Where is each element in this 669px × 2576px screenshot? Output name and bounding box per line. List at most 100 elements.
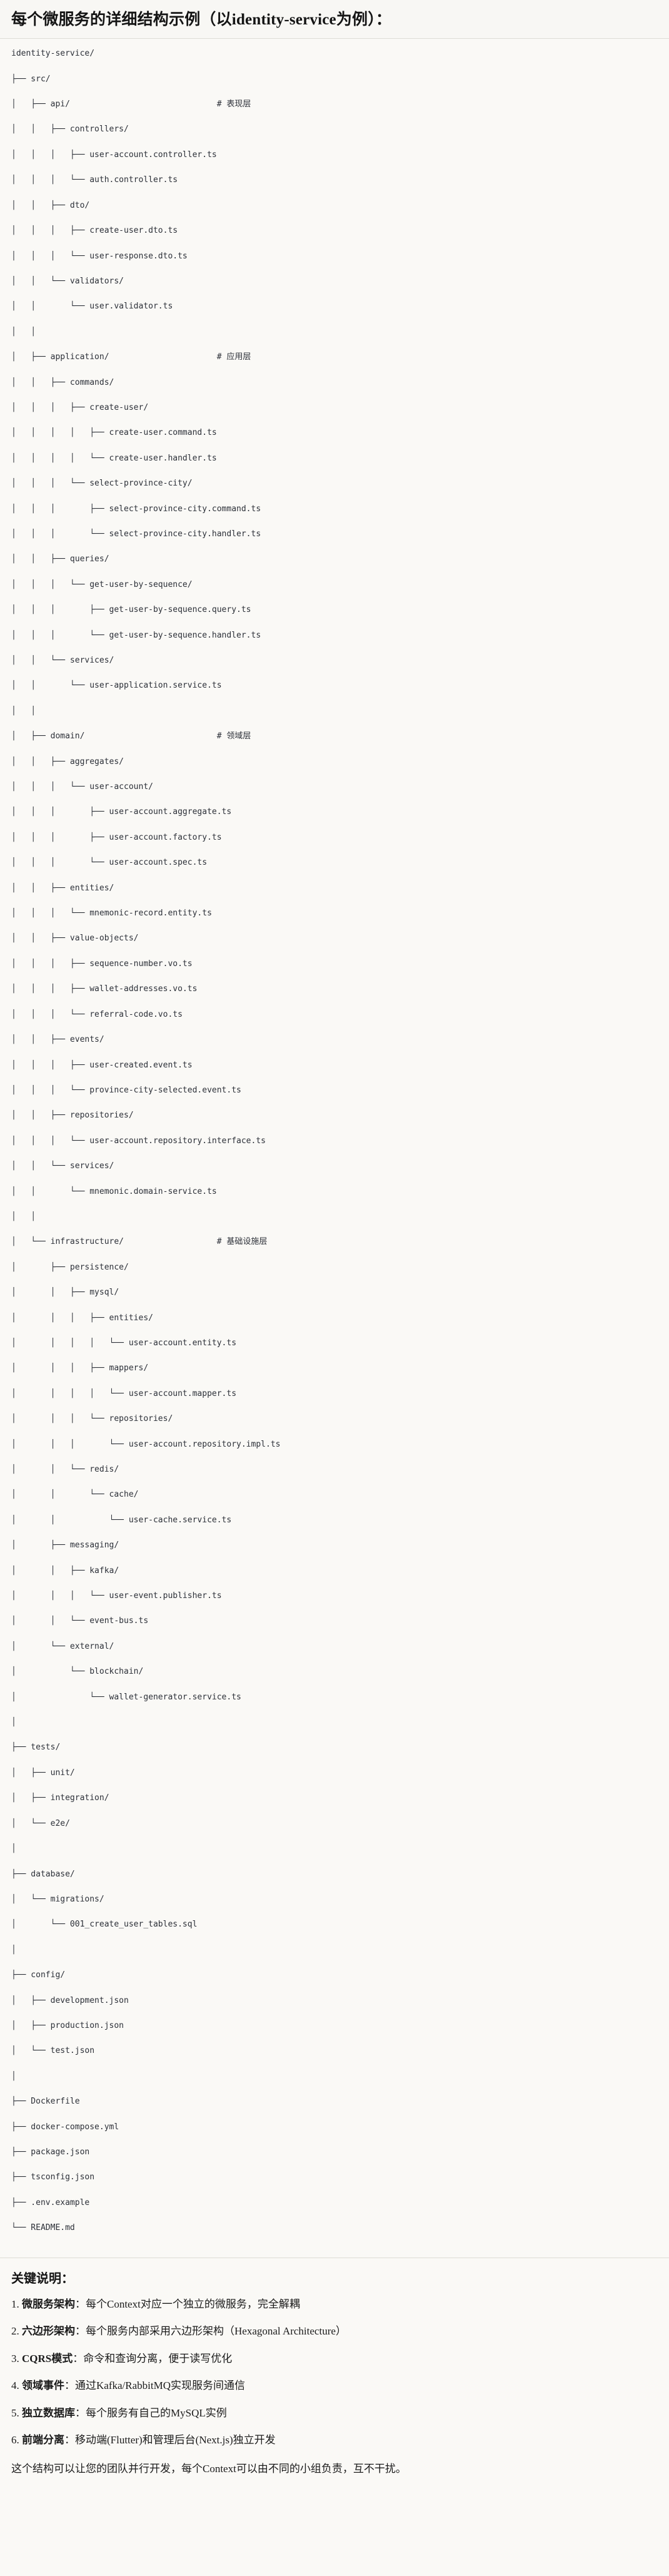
tree-line: │ │ │ └── user-event.publisher.ts	[11, 1591, 222, 1601]
key-point-description: 命令和查询分离，便于读写优化	[83, 2352, 233, 2365]
tree-line: │	[11, 1718, 16, 1728]
key-point-item: 3. CQRS模式：命令和查询分离，便于读写优化	[11, 2351, 658, 2367]
tree-line: │ │ └── mnemonic.domain-service.ts	[11, 1186, 217, 1196]
page-title: 每个微服务的详细结构示例（以identity-service为例）：	[11, 11, 392, 28]
tree-line: │ │ │ └── referral-code.vo.ts	[11, 1009, 183, 1019]
tree-line: │ │ │ └── auth.controller.ts	[11, 175, 178, 185]
tree-line: │ │ └── user-application.service.ts	[11, 681, 222, 691]
tree-line: │ │ │ └── user-response.dto.ts	[11, 251, 188, 261]
tree-line: │ ├── messaging/	[11, 1540, 119, 1550]
tree-line: ├── config/	[11, 1970, 66, 1980]
tree-line: │ ├── application/ # 应用层	[11, 352, 251, 362]
tree-line: │ │	[11, 327, 36, 337]
key-point-item: 4. 领域事件：通过Kafka/RabbitMQ实现服务间通信	[11, 2378, 658, 2394]
tree-line: │ │	[11, 706, 36, 716]
tree-line: │ │ │ ├── get-user-by-sequence.query.ts	[11, 605, 251, 615]
tree-line: ├── Dockerfile	[11, 2097, 80, 2107]
tree-line: │ │ └── validators/	[11, 276, 124, 286]
tree-line: │ ├── unit/	[11, 1768, 75, 1778]
key-point-separator: ：	[73, 2352, 84, 2365]
tree-line: │ │ │ ├── create-user.dto.ts	[11, 226, 178, 236]
tree-line: ├── tests/	[11, 1743, 61, 1753]
tree-line: │ │ ├── value-objects/	[11, 934, 139, 944]
key-point-description: 通过Kafka/RabbitMQ实现服务间通信	[75, 2380, 245, 2392]
key-point-item: 6. 前端分离：移动端(Flutter)和管理后台(Next.js)独立开发	[11, 2432, 658, 2448]
tree-line: │ │ ├── queries/	[11, 554, 109, 564]
key-point-separator: ：	[75, 2298, 86, 2310]
key-point-description: 每个Context对应一个独立的微服务，完全解耦	[86, 2298, 300, 2310]
directory-tree: identity-service/ ├── src/ │ ├── api/ # …	[11, 48, 658, 2247]
key-point-item: 1. 微服务架构：每个Context对应一个独立的微服务，完全解耦	[11, 2296, 658, 2313]
tree-line: │ │ ├── commands/	[11, 377, 114, 387]
tree-line: │ │ ├── repositories/	[11, 1111, 134, 1121]
tree-line: │ │ │ ├── entities/	[11, 1313, 153, 1323]
tree-line: │ │ └── user-cache.service.ts	[11, 1515, 232, 1525]
tree-line: │ │ │ ├── wallet-addresses.vo.ts	[11, 984, 198, 994]
tree-line: identity-service/	[11, 49, 95, 59]
tree-line: │ │ │ └── province-city-selected.event.t…	[11, 1085, 241, 1095]
tree-line: │ │ │ │ └── user-account.entity.ts	[11, 1338, 237, 1348]
tree-line: │ ├── production.json	[11, 2020, 124, 2030]
tree-line: ├── src/	[11, 74, 51, 84]
tree-line: │ │ │ │ ├── create-user.command.ts	[11, 428, 217, 438]
tree-line: │ │ │ └── user-account.spec.ts	[11, 858, 208, 868]
tree-line: │ │ │ └── select-province-city/	[11, 479, 193, 489]
tree-line: │ │ ├── entities/	[11, 883, 114, 893]
tree-line: │ ├── development.json	[11, 1995, 129, 2005]
closing-paragraph: 这个结构可以让您的团队并行开发，每个Context可以由不同的小组负责，互不干扰…	[11, 2462, 406, 2475]
tree-line: │ │ └── user.validator.ts	[11, 302, 173, 312]
tree-line: │ │ │ └── select-province-city.handler.t…	[11, 529, 261, 539]
tree-line: │ │ └── event-bus.ts	[11, 1616, 149, 1626]
tree-line: │ ├── integration/	[11, 1793, 109, 1803]
tree-line: │ └── migrations/	[11, 1894, 104, 1904]
tree-line: │ │ │ ├── user-account.controller.ts	[11, 150, 217, 160]
key-point-number: 6.	[11, 2434, 22, 2446]
tree-line: │ │ ├── mysql/	[11, 1288, 119, 1298]
key-point-separator: ：	[75, 2406, 86, 2419]
tree-line: ├── .env.example	[11, 2197, 90, 2207]
key-point-separator: ：	[64, 2380, 75, 2392]
tree-line: │ ├── persistence/	[11, 1262, 129, 1272]
key-point-term: 领域事件	[22, 2380, 64, 2392]
tree-line: │ ├── api/ # 表现层	[11, 99, 251, 109]
tree-line: │ │ │ └── user-account.repository.interf…	[11, 1136, 266, 1146]
tree-line: ├── tsconfig.json	[11, 2172, 95, 2182]
tree-line: │ ├── domain/ # 领域层	[11, 731, 251, 741]
tree-line: │ │ │ ├── mappers/	[11, 1363, 149, 1373]
tree-line: │ │ │ └── repositories/	[11, 1414, 173, 1424]
tree-line: │ │ └── services/	[11, 656, 114, 665]
key-point-separator: ：	[64, 2434, 75, 2446]
tree-line: │ │ │ ├── create-user/	[11, 402, 149, 412]
tree-line: │ └── wallet-generator.service.ts	[11, 1692, 241, 1702]
key-point-description: 每个服务有自己的MySQL实例	[86, 2406, 227, 2419]
tree-line: │ └── test.json	[11, 2046, 95, 2056]
tree-line: │ │ │ └── user-account.repository.impl.t…	[11, 1439, 281, 1449]
document-page: 每个微服务的详细结构示例（以identity-service为例）： ident…	[0, 11, 669, 2490]
tree-line: │ │ └── cache/	[11, 1490, 139, 1500]
tree-line: │ │ │ └── get-user-by-sequence.handler.t…	[11, 630, 261, 640]
tree-line: │ └── 001_create_user_tables.sql	[11, 1920, 198, 1930]
tree-line: ├── database/	[11, 1869, 75, 1879]
tree-line: │ │ │ ├── user-account.factory.ts	[11, 832, 222, 842]
key-point-number: 1.	[11, 2298, 22, 2310]
tree-line: │ └── e2e/	[11, 1818, 70, 1828]
tree-line: ├── package.json	[11, 2147, 90, 2157]
tree-line: ├── docker-compose.yml	[11, 2122, 119, 2132]
tree-line: │ │ │ └── user-account/	[11, 782, 153, 792]
tree-line: │ │ └── redis/	[11, 1465, 119, 1474]
key-point-term: 前端分离	[22, 2434, 64, 2446]
key-point-term: 独立数据库	[22, 2406, 75, 2419]
key-point-number: 2.	[11, 2325, 22, 2338]
tree-line: │	[11, 2071, 16, 2081]
tree-line: │ │ ├── controllers/	[11, 125, 129, 135]
key-point-separator: ：	[75, 2325, 86, 2338]
tree-line: │	[11, 1844, 16, 1854]
key-point-number: 3.	[11, 2352, 22, 2365]
tree-line: │ │ │ └── mnemonic-record.entity.ts	[11, 909, 212, 919]
tree-line: └── README.md	[11, 2223, 75, 2233]
key-point-term: 微服务架构	[22, 2298, 75, 2310]
tree-line: │ │	[11, 1211, 36, 1221]
key-point-number: 5.	[11, 2406, 22, 2419]
